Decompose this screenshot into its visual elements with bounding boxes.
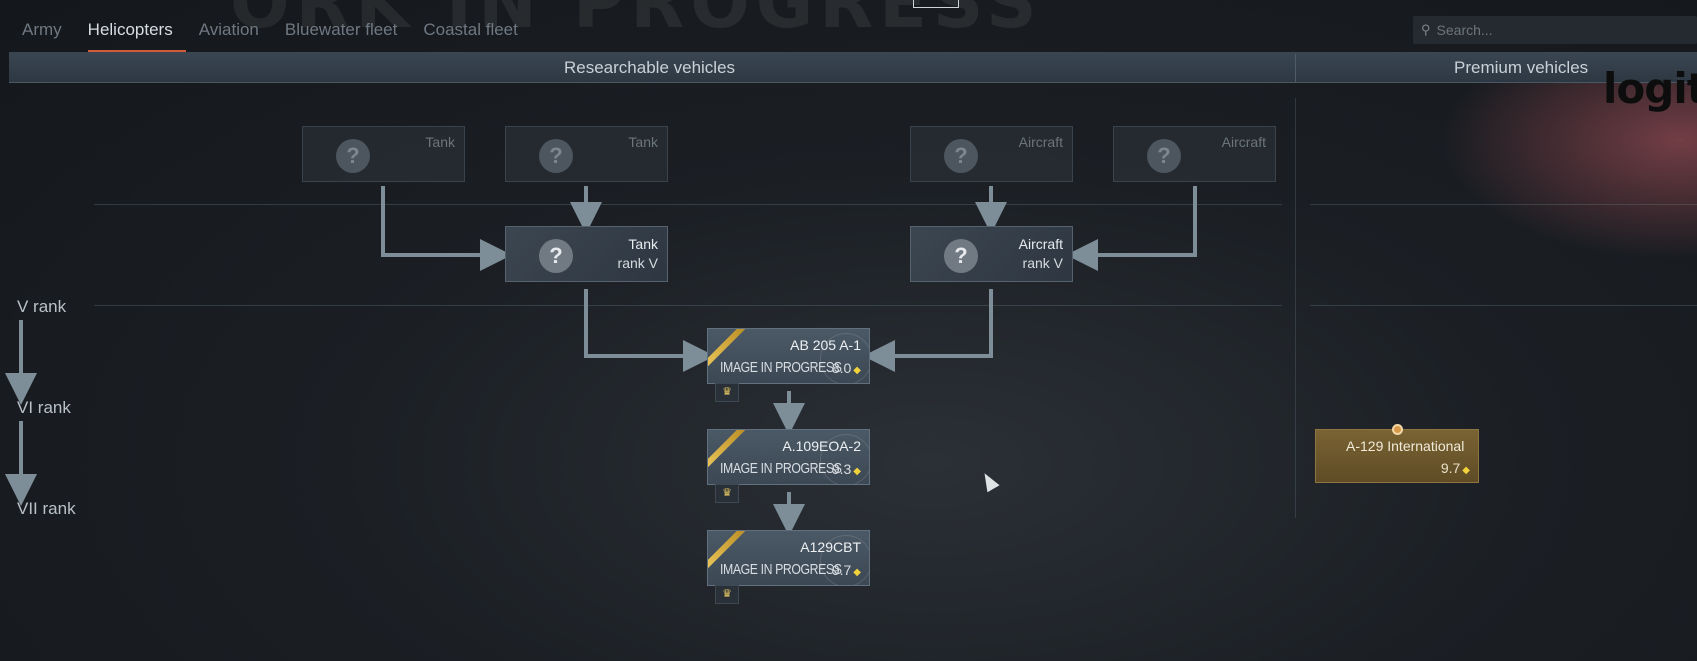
unknown-vehicle-icon: ? (539, 139, 573, 173)
vehicle-card-a109eoa2[interactable]: A.109EOA-2 IMAGE IN PROGRESS 9.3◆ (707, 429, 870, 485)
reward-icon[interactable]: ♛ (715, 585, 739, 604)
unknown-vehicle-icon: ? (944, 239, 978, 273)
search-icon: ⚲ (1421, 22, 1431, 37)
battle-rating-value: 9.3 (831, 461, 852, 477)
premium-badge-icon (1392, 424, 1403, 435)
nation-tabs: Army Helicopters Aviation Bluewater flee… (22, 20, 544, 52)
prerequisite-type: Aircraft (1221, 134, 1266, 150)
rank-divider-line (1310, 305, 1697, 306)
vehicle-name: A-129 International (1346, 438, 1465, 454)
image-placeholder-text: IMAGE IN PROGRESS (720, 561, 842, 578)
researchable-vehicles-header: Researchable vehicles (564, 58, 736, 77)
logitech-logo: logite (1603, 64, 1697, 113)
premium-vehicle-card-a129-international[interactable]: A-129 International 9.7◆ (1315, 424, 1479, 483)
battle-rating: 8.0◆ (832, 360, 861, 376)
top-indicator (913, 0, 959, 8)
unknown-vehicle-icon: ? (336, 139, 370, 173)
rank-label-v: V rank (17, 297, 67, 316)
unknown-vehicle-icon: ? (1147, 139, 1181, 173)
image-placeholder-text: IMAGE IN PROGRESS (720, 359, 842, 376)
requirement-rank: rank V (1022, 255, 1063, 271)
vehicle-status-ring (820, 535, 869, 585)
rank-divider-line (94, 204, 1282, 205)
tab-helicopters[interactable]: Helicopters (87, 20, 186, 52)
diamond-icon: ◆ (853, 567, 861, 578)
prerequisite-card[interactable]: ? Tank (505, 126, 668, 182)
diamond-icon: ◆ (1462, 465, 1470, 476)
vehicle-name: A129CBT (800, 539, 861, 555)
rank-divider-line (94, 305, 1282, 306)
tab-coastal-fleet[interactable]: Coastal fleet (423, 20, 518, 39)
diamond-icon: ◆ (853, 466, 861, 477)
prerequisite-type: Tank (628, 134, 658, 150)
search-input[interactable] (1434, 21, 1679, 39)
search-box[interactable]: ⚲ (1413, 16, 1697, 44)
header-divider (1295, 54, 1296, 82)
requirement-type: Tank (628, 236, 658, 252)
vehicle-name: AB 205 A-1 (790, 337, 861, 353)
image-placeholder-text: IMAGE IN PROGRESS (720, 460, 842, 477)
battle-rating: 9.3◆ (832, 461, 861, 477)
prerequisite-card[interactable]: ? Aircraft (1113, 126, 1276, 182)
premium-vehicles-header: Premium vehicles (1454, 58, 1589, 77)
vehicle-card-ab205[interactable]: AB 205 A-1 IMAGE IN PROGRESS 8.0◆ (707, 328, 870, 384)
requirement-rank: rank V (617, 255, 658, 271)
top-bar: Army Helicopters Aviation Bluewater flee… (0, 0, 1697, 52)
background-glow (1440, 60, 1697, 260)
reward-icon[interactable]: ♛ (715, 383, 739, 402)
section-divider (1295, 98, 1296, 518)
tab-army[interactable]: Army (22, 20, 62, 39)
prerequisite-card[interactable]: ? Tank (302, 126, 465, 182)
battle-rating-value: 9.7 (1440, 460, 1461, 476)
vehicle-status-ring (820, 333, 869, 383)
vehicle-name: A.109EOA-2 (782, 438, 861, 454)
vehicle-status-ring (820, 434, 869, 484)
vehicle-card-a129cbt[interactable]: A129CBT IMAGE IN PROGRESS 9.7◆ (707, 530, 870, 586)
unknown-vehicle-icon: ? (539, 239, 573, 273)
prerequisite-type: Aircraft (1018, 134, 1063, 150)
tab-aviation[interactable]: Aviation (198, 20, 259, 39)
tab-bluewater-fleet[interactable]: Bluewater fleet (284, 20, 398, 39)
prerequisite-card[interactable]: ? Aircraft (910, 126, 1073, 182)
requirement-type: Aircraft (1018, 236, 1063, 252)
diamond-icon: ◆ (853, 365, 861, 376)
section-header: Researchable vehicles Premium vehicles (9, 52, 1697, 83)
aircraft-rank-requirement-card[interactable]: ? Aircraft rank V (910, 226, 1073, 282)
tank-rank-requirement-card[interactable]: ? Tank rank V (505, 226, 668, 282)
battle-rating: 9.7◆ (832, 562, 861, 578)
battle-rating-value: 8.0 (831, 360, 852, 376)
battle-rating-value: 9.7 (831, 562, 852, 578)
rank-divider-line (1310, 204, 1697, 205)
unknown-vehicle-icon: ? (944, 139, 978, 173)
prerequisite-type: Tank (425, 134, 455, 150)
reward-icon[interactable]: ♛ (715, 484, 739, 503)
battle-rating: 9.7◆ (1441, 460, 1470, 476)
work-in-progress-watermark: ORK IN PROGRESS (230, 0, 1043, 44)
